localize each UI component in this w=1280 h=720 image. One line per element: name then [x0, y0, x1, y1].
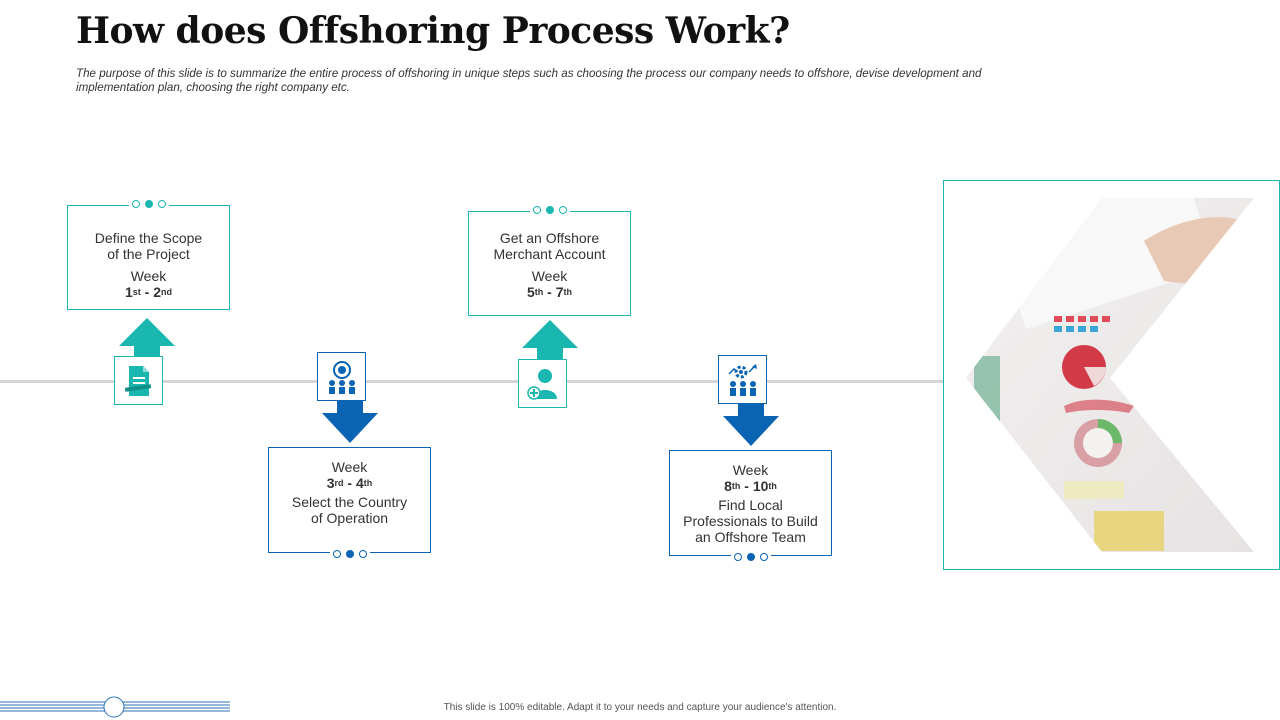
step-3-week-range: 5th - 7th [526, 284, 573, 300]
add-user-icon [518, 359, 567, 408]
chevron-photo-image [966, 198, 1254, 552]
step-2-week-range: 3rd - 4th [326, 475, 373, 491]
step-4-week-label: Week [732, 462, 769, 478]
target-team-icon-frame [317, 352, 366, 401]
step-3-dots [529, 206, 570, 214]
step-4-down-arrow [723, 373, 779, 446]
step-3-week-label: Week [531, 268, 568, 284]
footer-note: This slide is 100% editable. Adapt it to… [443, 702, 837, 713]
slide-title: How does Offshoring Process Work? [76, 10, 790, 52]
step-3-title-line1: Get an Offshore [499, 230, 600, 246]
step-2-week-label: Week [331, 459, 368, 475]
timeline-line [0, 380, 952, 383]
step-2-dots [329, 550, 370, 558]
footer-decoration [0, 696, 230, 718]
step-4-title-line2: Professionals to Build [683, 513, 818, 529]
slide-subtitle: The purpose of this slide is to summariz… [76, 67, 982, 94]
step-1-dots [128, 200, 169, 208]
photo-frame [943, 180, 1280, 570]
step-1-week-range: 1st - 2nd [124, 284, 173, 300]
step-4-week-range: 8th - 10th [724, 478, 777, 494]
step-2-box: Week 3rd - 4th Select the Country of Ope… [268, 447, 431, 558]
step-4-box: Week 8th - 10th Find Local Professionals… [669, 450, 832, 561]
step-3-up-arrow [522, 320, 578, 390]
step-1-up-arrow [119, 318, 175, 388]
step-2-down-arrow [322, 370, 378, 443]
step-3-title-line2: Merchant Account [493, 246, 606, 262]
step-1-week-label: Week [130, 268, 167, 284]
gear-team-growth-icon [718, 355, 767, 404]
step-4-title-line3: an Offshore Team [695, 529, 806, 545]
step-2-title-line2: of Operation [310, 510, 389, 526]
step-1-title-line2: of the Project [107, 246, 190, 262]
step-2-title-line1: Select the Country [291, 494, 408, 510]
step-3-box: Get an Offshore Merchant Account Week 5t… [468, 206, 631, 316]
document-pen-icon [114, 356, 163, 405]
step-1-box: Define the Scope of the Project Week 1st… [67, 200, 230, 310]
step-4-title-line1: Find Local [718, 497, 783, 513]
step-1-title-line1: Define the Scope [94, 230, 203, 246]
step-4-dots [730, 553, 771, 561]
